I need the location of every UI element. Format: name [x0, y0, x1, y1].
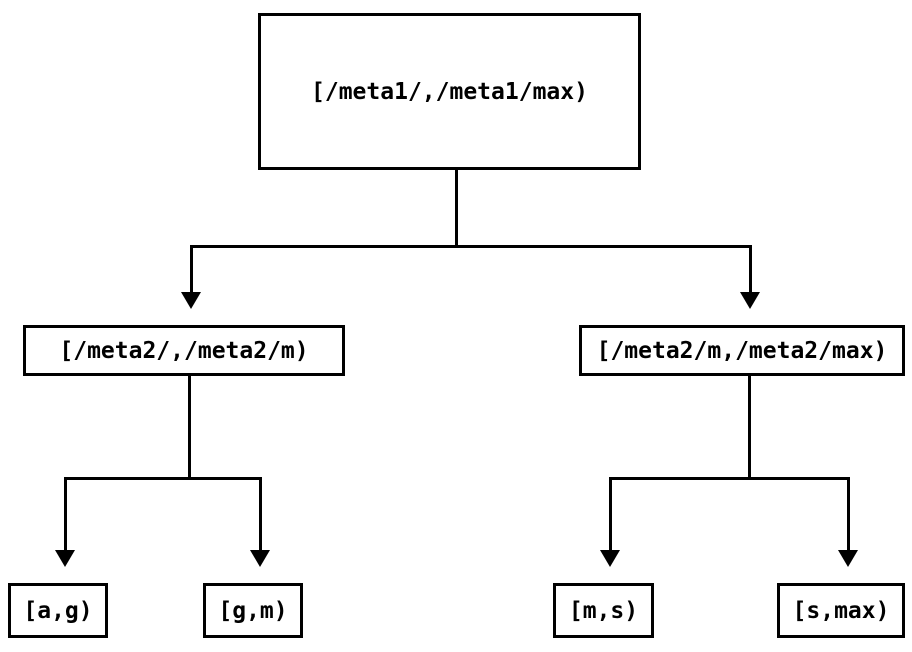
node-right-child-label: [/meta2/m,/meta2/max) [596, 337, 888, 364]
node-left-child-label: [/meta2/,/meta2/m) [59, 337, 309, 364]
edge-left-to-leaf-ag-drop [64, 477, 67, 550]
node-leaf-ag: [a,g) [8, 583, 108, 638]
arrow-down-icon [838, 550, 858, 567]
edge-left-horizontal [64, 477, 262, 480]
node-leaf-gm-label: [g,m) [218, 597, 288, 624]
node-leaf-ms-label: [m,s) [568, 597, 639, 624]
node-right-child: [/meta2/m,/meta2/max) [579, 325, 905, 376]
node-leaf-smax: [s,max) [777, 583, 905, 638]
edge-root-to-left-drop [190, 245, 193, 292]
arrow-down-icon [181, 292, 201, 309]
edge-right-horizontal [609, 477, 850, 480]
edge-right-to-leaf-smax-drop [847, 477, 850, 550]
edge-left-to-leaf-gm-drop [259, 477, 262, 550]
arrow-down-icon [600, 550, 620, 567]
node-leaf-smax-label: [s,max) [792, 597, 890, 624]
node-leaf-gm: [g,m) [203, 583, 303, 638]
node-root-label: [/meta1/,/meta1/max) [311, 78, 588, 105]
node-root: [/meta1/,/meta1/max) [258, 13, 641, 170]
arrow-down-icon [250, 550, 270, 567]
node-leaf-ag-label: [a,g) [23, 597, 93, 624]
edge-root-stem [455, 169, 458, 247]
edge-root-to-right-drop [749, 245, 752, 292]
arrow-down-icon [55, 550, 75, 567]
edge-right-to-leaf-ms-drop [609, 477, 612, 550]
edge-right-stem [748, 376, 751, 480]
arrow-down-icon [740, 292, 760, 309]
node-leaf-ms: [m,s) [553, 583, 654, 638]
edge-level1-horizontal [190, 245, 752, 248]
node-left-child: [/meta2/,/meta2/m) [23, 325, 345, 376]
edge-left-stem [188, 376, 191, 480]
